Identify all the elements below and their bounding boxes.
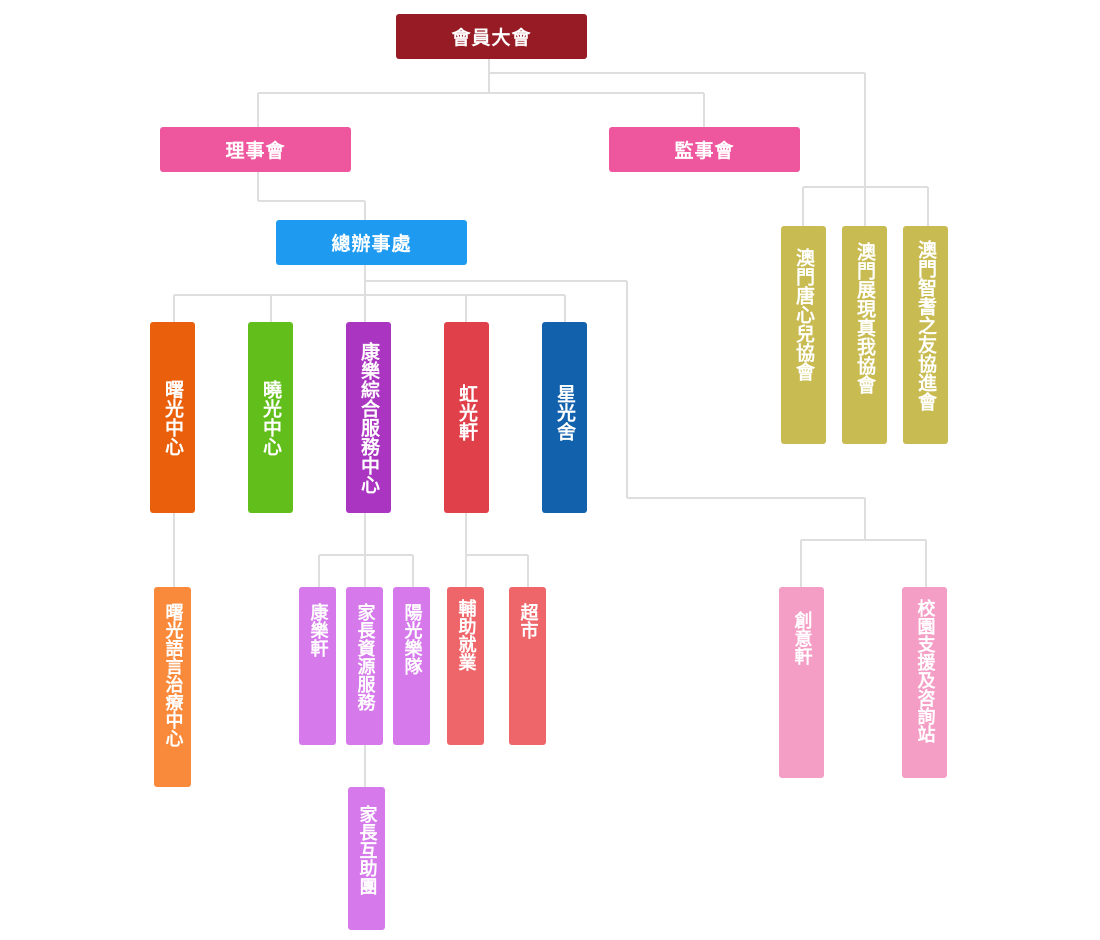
parent-mutual-aid-label: 家長互助團: [356, 805, 378, 895]
xingguangshe-label: 星光舍: [554, 384, 576, 441]
hongguangxuan-node: 虹光軒: [444, 322, 489, 513]
xingguangshe-node: 星光舍: [542, 322, 587, 513]
kanglexuan-node: 康樂軒: [299, 587, 336, 745]
shuguang-center-node: 曙光中心: [150, 322, 195, 513]
association-label-zhiqi: 澳門智耆之友協進會: [915, 240, 937, 411]
parent-resources-label: 家長資源服務: [354, 603, 376, 711]
parent-resources-node: 家長資源服務: [346, 587, 383, 745]
xiaoguang-center-label: 曉光中心: [260, 379, 282, 456]
parent-mutual-aid-node: 家長互助團: [348, 787, 385, 930]
shuguang-center-label: 曙光中心: [162, 379, 184, 456]
association-node-zhiqi: 澳門智耆之友協進會: [903, 226, 948, 444]
general-assembly-node: 會員大會: [396, 14, 587, 59]
association-node-tangxin: 澳門唐心兒協會: [781, 226, 826, 444]
secretariat-label: 總辦事處: [331, 233, 412, 255]
speech-therapy-node: 曙光語言治療中心: [154, 587, 191, 787]
creative-xuan-label: 創意軒: [791, 611, 813, 665]
board-of-directors-node: 理事會: [160, 127, 351, 172]
hongguangxuan-label: 虹光軒: [456, 384, 478, 441]
kangle-center-label: 康樂綜合服務中心: [358, 341, 380, 494]
sunshine-band-node: 陽光樂隊: [393, 587, 430, 745]
creative-xuan-node: 創意軒: [779, 587, 824, 778]
supermarket-label: 超市: [517, 603, 539, 639]
school-support-label: 校園支援及咨詢站: [914, 599, 936, 743]
kanglexuan-label: 康樂軒: [307, 603, 329, 657]
general-assembly-label: 會員大會: [451, 27, 532, 49]
speech-therapy-label: 曙光語言治療中心: [162, 603, 184, 747]
school-support-node: 校園支援及咨詢站: [902, 587, 947, 778]
supported-employment-node: 輔助就業: [447, 587, 484, 745]
supermarket-node: 超市: [509, 587, 546, 745]
secretariat-node: 總辦事處: [276, 220, 467, 265]
association-label-tangxin: 澳門唐心兒協會: [793, 248, 815, 381]
kangle-center-node: 康樂綜合服務中心: [346, 322, 391, 513]
association-node-zhanxian: 澳門展現真我協會: [842, 226, 887, 444]
sunshine-band-label: 陽光樂隊: [401, 603, 423, 675]
board-of-supervisors-node: 監事會: [609, 127, 800, 172]
supported-employment-label: 輔助就業: [455, 599, 477, 671]
board-of-directors-label: 理事會: [225, 140, 286, 162]
board-of-supervisors-label: 監事會: [674, 140, 735, 162]
xiaoguang-center-node: 曉光中心: [248, 322, 293, 513]
association-label-zhanxian: 澳門展現真我協會: [854, 242, 876, 394]
